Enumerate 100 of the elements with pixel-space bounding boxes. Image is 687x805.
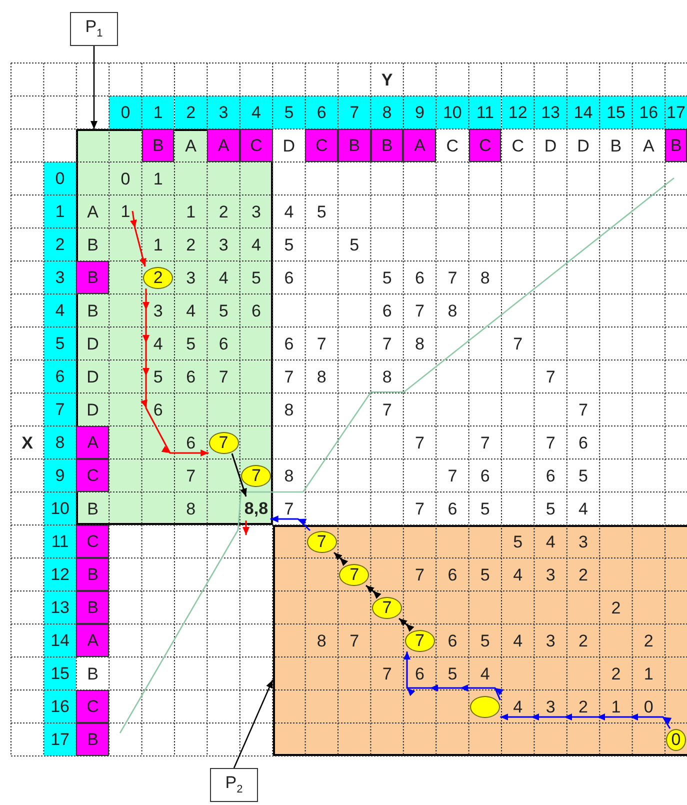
- index-cell: 1: [142, 96, 174, 129]
- score-ellipse: 2: [143, 266, 174, 288]
- score-ellipse: 7: [208, 432, 239, 454]
- index-cell: 15: [600, 96, 632, 129]
- table-value: 7: [480, 434, 490, 451]
- index-cell: 5: [272, 96, 306, 129]
- table-value: 8: [284, 401, 294, 418]
- highlighted-letter-cell: C: [76, 459, 110, 492]
- table-value: 7: [218, 368, 228, 385]
- table-value: 8: [448, 302, 458, 319]
- index-cell: 10: [44, 492, 76, 525]
- index-cell: 8: [370, 96, 404, 129]
- table-value: 7: [316, 335, 326, 352]
- table-value: 3: [186, 269, 196, 286]
- table-value: D: [577, 137, 590, 154]
- table-value: 5: [480, 566, 490, 583]
- table-value: 4: [186, 302, 196, 319]
- table-value: B: [610, 137, 622, 154]
- table-value: 2: [218, 203, 228, 220]
- score-ellipse: 7: [306, 530, 337, 552]
- traceback-arrow: [231, 453, 247, 497]
- table-value: 6: [186, 434, 196, 451]
- table-value: D: [282, 137, 296, 154]
- highlighted-letter-cell: C: [468, 129, 502, 162]
- table-value: 5: [513, 533, 523, 550]
- table-value: 6: [546, 467, 556, 484]
- table-value: 6: [252, 302, 261, 319]
- table-value: C: [446, 137, 459, 154]
- table-value: 0: [644, 698, 654, 715]
- table-value: 6: [218, 335, 228, 352]
- table-value: 6: [284, 335, 294, 352]
- table-value: 3: [218, 236, 228, 253]
- index-cell: 3: [207, 96, 240, 129]
- table-value: D: [86, 335, 99, 352]
- table-value: 2: [644, 632, 654, 649]
- score-ellipse: 7: [241, 464, 272, 486]
- index-cell: 15: [44, 657, 76, 690]
- index-cell: 6: [305, 96, 338, 129]
- table-value: 8: [316, 632, 326, 649]
- table-value: 5: [252, 269, 261, 286]
- traceback-arrow: [242, 520, 250, 535]
- table-value: 7: [382, 401, 392, 418]
- index-cell: 4: [240, 96, 273, 129]
- table-value: D: [86, 368, 99, 385]
- traceback-arrow: [398, 618, 414, 632]
- pointer-arrow: [90, 46, 98, 129]
- table-value: 0: [120, 170, 130, 187]
- score-ellipse: 7: [339, 564, 370, 586]
- highlighted-letter-cell: C: [240, 129, 273, 162]
- table-value: 1: [644, 665, 654, 682]
- table-value: 5: [546, 500, 556, 517]
- index-cell: 17: [44, 723, 76, 756]
- table-value: 7: [284, 368, 294, 385]
- table-value: 6: [448, 500, 458, 517]
- table-value: 4: [513, 632, 523, 649]
- traceback-arrow: [500, 714, 672, 729]
- table-value: 7: [382, 335, 392, 352]
- table-value: 6: [153, 401, 163, 418]
- traceback-arrow: [270, 516, 311, 532]
- table-value: 8: [382, 368, 392, 385]
- index-cell: 13: [44, 591, 76, 624]
- index-cell: 3: [44, 261, 76, 294]
- table-value: 2: [611, 599, 621, 616]
- table-value: 5: [448, 665, 458, 682]
- index-cell: 2: [174, 96, 208, 129]
- traceback-arrow: [404, 652, 504, 700]
- table-value: B: [87, 236, 98, 253]
- pointer-arrow: [233, 680, 274, 768]
- highlighted-letter-cell: B: [76, 558, 110, 591]
- table-value: 6: [415, 665, 424, 682]
- table-value: 7: [448, 269, 458, 286]
- score-value: 8,8: [242, 496, 270, 520]
- table-value: 5: [480, 500, 490, 517]
- table-value: 7: [546, 368, 556, 385]
- highlighted-letter-cell: B: [665, 129, 687, 162]
- index-cell: 0: [109, 96, 142, 129]
- table-value: 4: [284, 203, 294, 220]
- index-cell: 9: [403, 96, 436, 129]
- table-value: 5: [382, 269, 392, 286]
- index-cell: 0: [44, 162, 76, 195]
- table-value: C: [512, 137, 524, 154]
- table-value: 5: [316, 203, 326, 220]
- index-cell: 11: [468, 96, 502, 129]
- index-cell: 10: [436, 96, 469, 129]
- table-value: 4: [218, 269, 228, 286]
- index-cell: 6: [44, 360, 76, 393]
- highlighted-letter-cell: B: [76, 261, 110, 294]
- table-value: 8: [186, 500, 196, 517]
- table-value: A: [87, 203, 98, 220]
- table-value: 7: [415, 434, 424, 451]
- table-value: 3: [546, 566, 556, 583]
- axis-label: X: [22, 434, 34, 451]
- table-value: 5: [578, 467, 588, 484]
- traceback-arrow: [140, 288, 209, 456]
- table-value: 4: [480, 665, 490, 682]
- table-value: 2: [578, 632, 588, 649]
- index-cell: 17: [665, 96, 687, 129]
- table-value: 4: [153, 335, 163, 352]
- table-value: 2: [186, 236, 196, 253]
- score-ellipse: 7: [404, 630, 435, 652]
